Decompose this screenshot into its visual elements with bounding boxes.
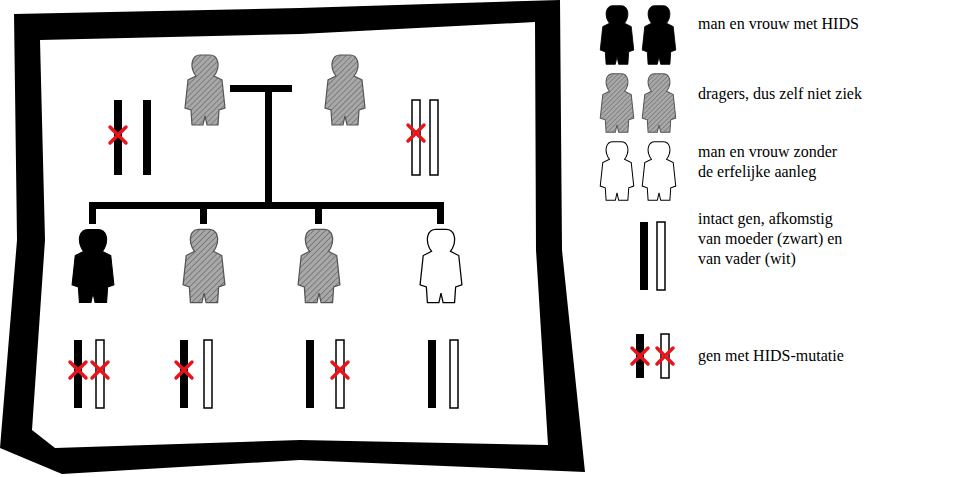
- descent-line: [265, 85, 272, 209]
- legend-label: man en vrouw met HIDS: [698, 14, 958, 34]
- legend-affected-figure: [642, 6, 676, 65]
- legend-label: gen met HIDS-mutatie: [698, 346, 958, 366]
- child-drop-line: [315, 202, 322, 224]
- legend-label: dragers, dus zelf niet ziek: [698, 84, 958, 104]
- pedigree-lines: [89, 85, 444, 224]
- legend-mutation-mark: [657, 348, 673, 364]
- paternal-gene-bar: [204, 340, 212, 408]
- mutation-mark: [332, 362, 348, 378]
- legend-unaffected-figure: [642, 142, 676, 201]
- affected-figure: [72, 229, 114, 302]
- mutation-mark: [70, 362, 86, 378]
- legend-unaffected-figure: [600, 142, 634, 201]
- maternal-gene-bar: [428, 340, 436, 408]
- sibship-line: [89, 202, 444, 209]
- legend-carrier-figure: [600, 74, 634, 133]
- mutation-mark: [110, 127, 126, 143]
- maternal-gene-bar: [306, 340, 314, 408]
- child-drop-line: [200, 202, 207, 224]
- legend-maternal-bar: [640, 222, 648, 290]
- paternal-gene-bar: [450, 340, 458, 408]
- carrier-figure: [325, 55, 365, 125]
- legend-label: man en vrouw zonder de erfelijke aanleg: [698, 142, 844, 182]
- legend-mutation-mark: [632, 348, 648, 364]
- legend-affected-figure: [600, 6, 634, 65]
- maternal-gene-bar: [143, 100, 151, 175]
- legend-paternal-bar: [657, 222, 665, 290]
- child-drop-line: [437, 202, 444, 224]
- mutation-mark: [92, 362, 108, 378]
- marriage-line: [230, 85, 292, 92]
- mutation-mark: [176, 362, 192, 378]
- carrier-figure: [298, 229, 340, 302]
- mutation-mark: [408, 125, 424, 141]
- carrier-figure: [183, 229, 225, 302]
- frame-border: [0, 0, 585, 474]
- paternal-gene-bar: [430, 100, 438, 175]
- unaffected-figure: [420, 229, 462, 302]
- carrier-figure: [185, 55, 225, 125]
- child-drop-line: [89, 202, 96, 224]
- legend-carrier-figure: [642, 74, 676, 133]
- frame-inner: [32, 22, 548, 448]
- legend-label: intact gen, afkomstig van moeder (zwart)…: [698, 209, 852, 269]
